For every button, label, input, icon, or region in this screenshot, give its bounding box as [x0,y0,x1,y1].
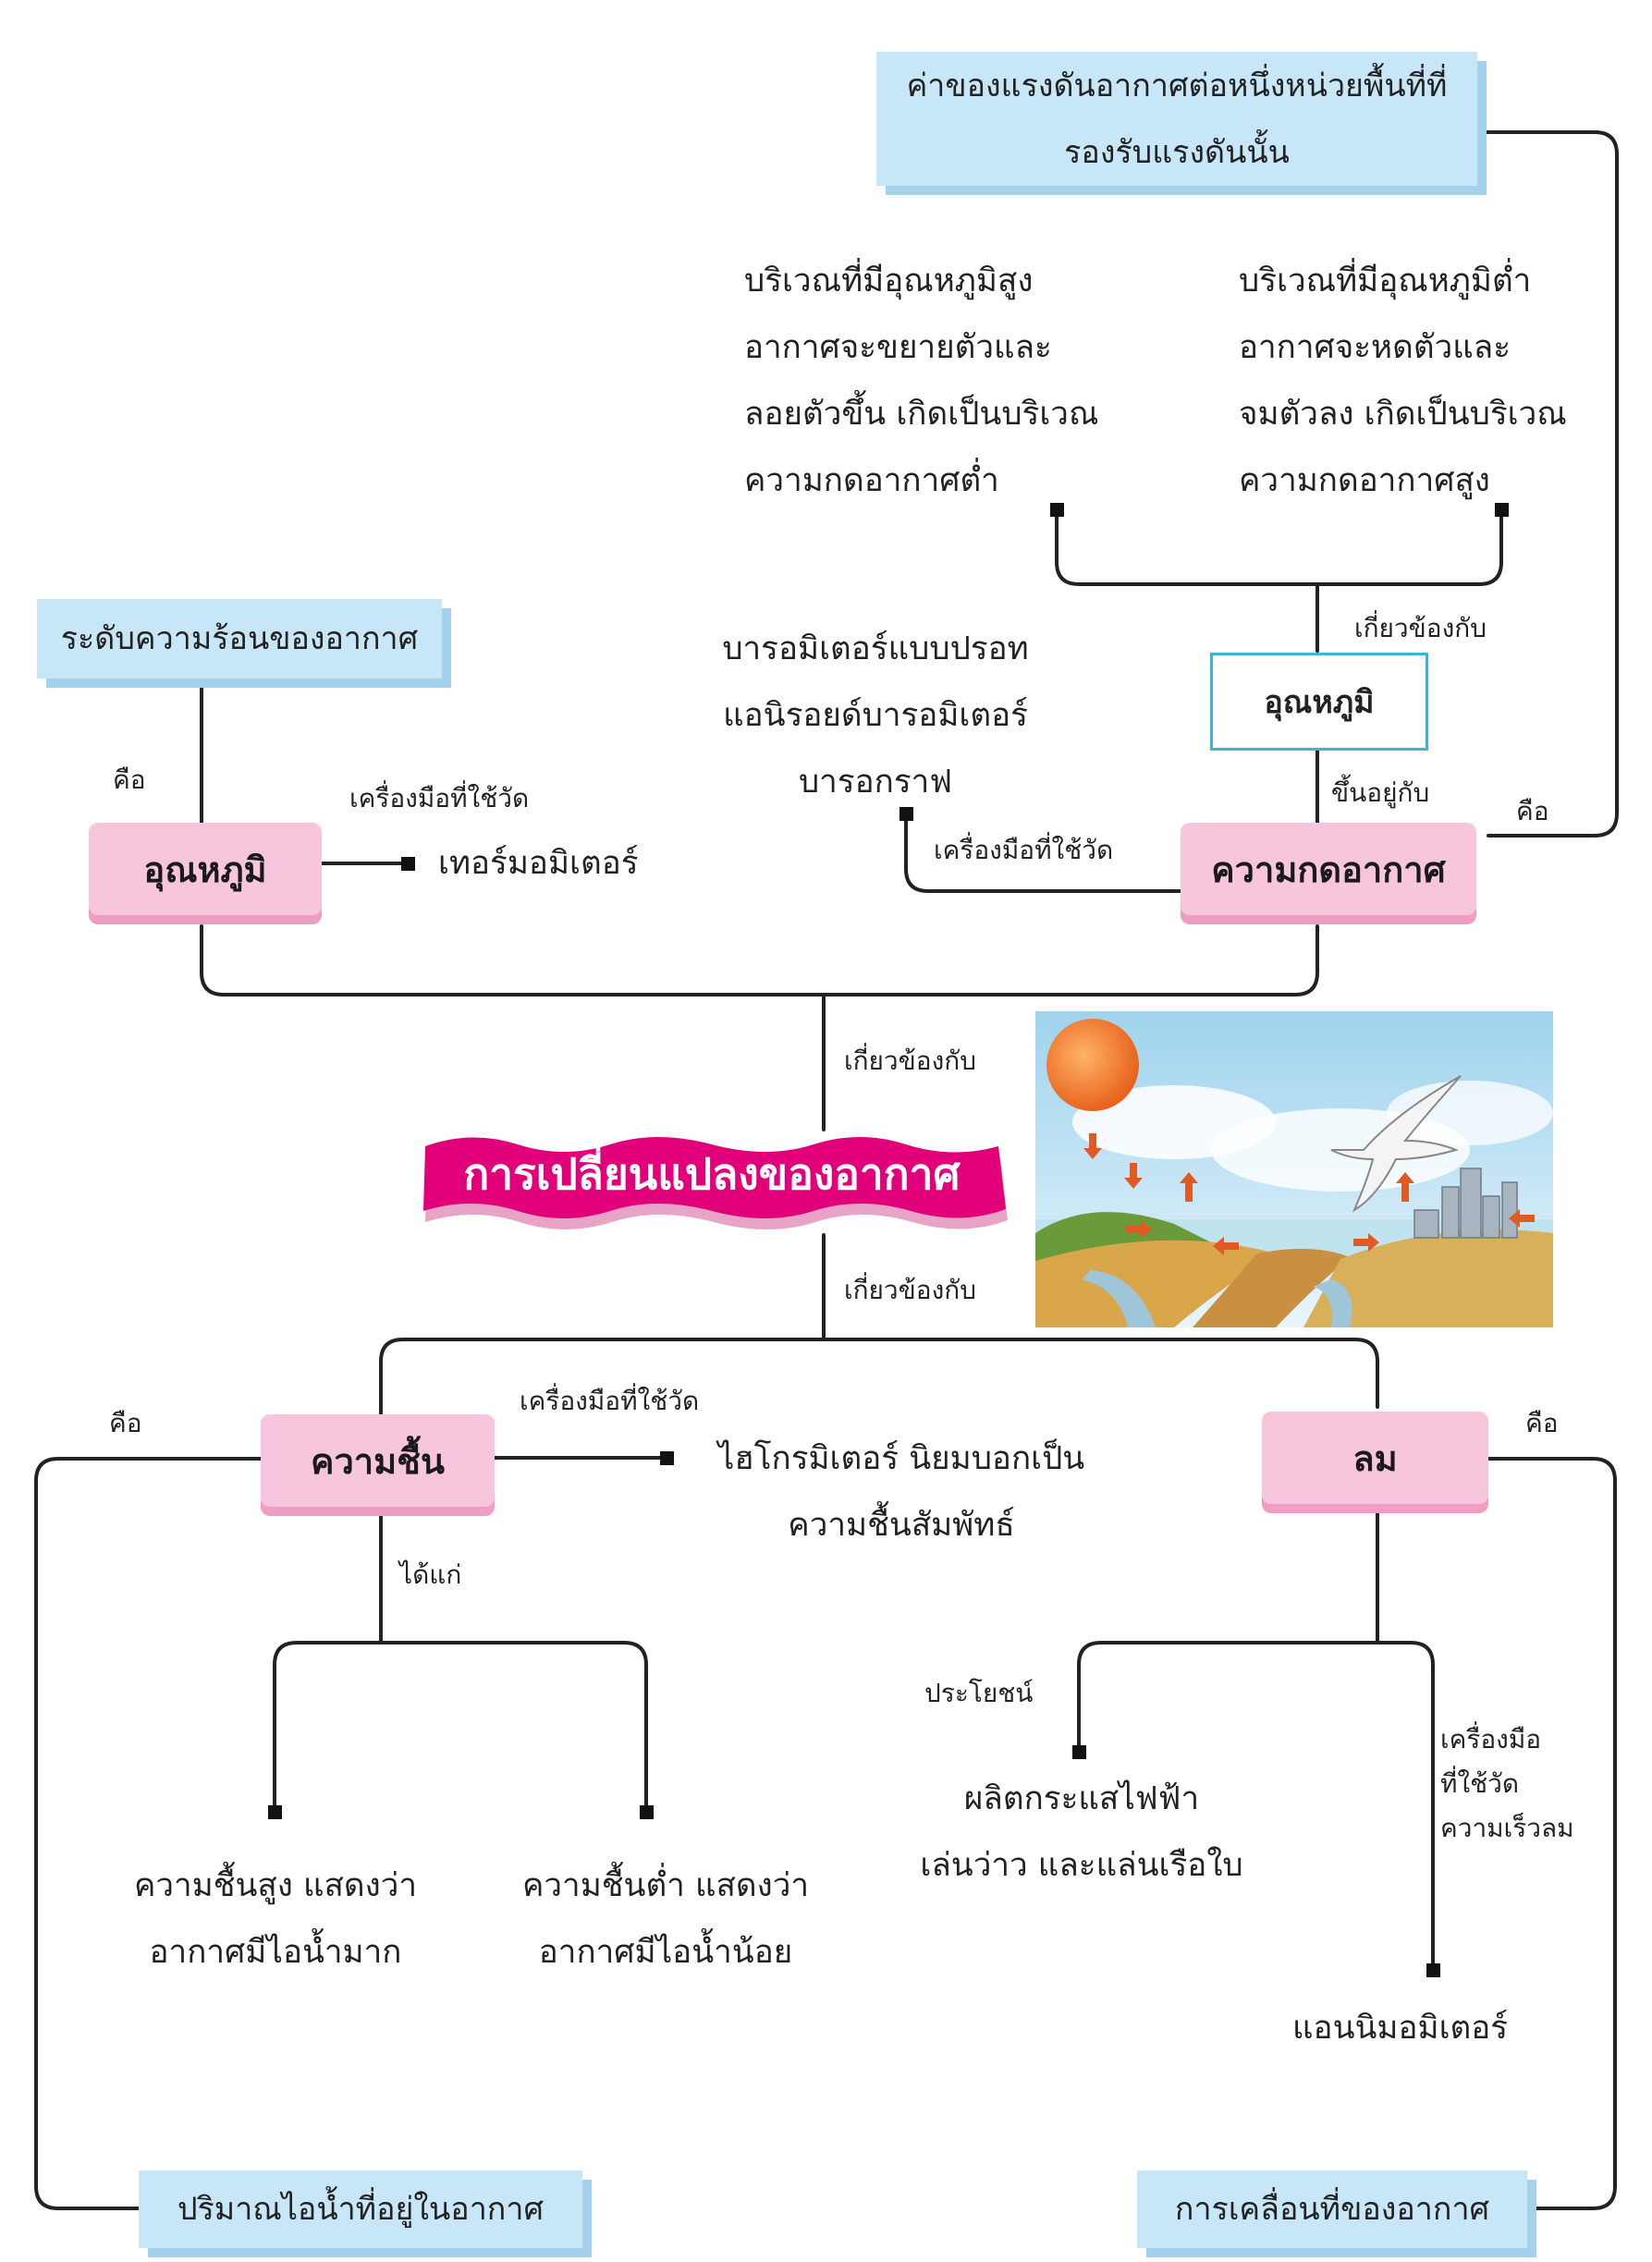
temperature-node: อุณหภูมิ [89,823,322,915]
temperature-node-label: อุณหภูมิ [143,849,267,890]
weather-illustration [1035,1011,1553,1327]
connector-bottom-split [379,1338,1379,1416]
pressure-node: ความกดอากาศ [1181,823,1476,915]
label-instrument-pressure: เครื่องมือที่ใช้วัด [934,835,1114,865]
label-is-wind: คือ [1525,1408,1559,1438]
connector-temperature-branch [1055,507,1503,586]
label-instrument-humidity: เครื่องมือที่ใช้วัด [520,1386,700,1416]
pressure-node-label: ความกดอากาศ [1211,849,1446,890]
text-line: เครื่องมือ [1440,1724,1542,1755]
sun-icon [1046,1019,1139,1111]
label-related-middle-1: เกี่ยวข้องกับ [844,1045,977,1076]
connector-pressure-definition [1475,130,1619,838]
text-line: จมตัวลง เกิดเป็นบริเวณ [1239,396,1567,433]
label-benefits: ประโยชน์ [924,1678,1034,1708]
connector-wind-definition [1487,1457,1617,2210]
text-line: อากาศจะหดตัวและ [1239,329,1511,366]
text-line: ความเร็วลม [1440,1813,1574,1843]
connector-humidity-branch [273,1510,648,1814]
endpoint-square [640,1805,654,1819]
endpoint-square [1050,503,1064,517]
text-line: ความกดอากาศต่ำ [744,462,999,499]
instrument-item: บารอมิเตอร์แบบปรอท [722,630,1029,667]
pressure-definition-line: รองรับแรงดันนั้น [1064,133,1290,171]
label-is-humidity: คือ [109,1408,142,1438]
wind-benefits-text: ผลิตกระแสไฟฟ้า เล่นว่าว และแล่นเรือใบ [883,1766,1280,1899]
text-line: ลอยตัวขึ้น เกิดเป็นบริเวณ [744,396,1099,433]
label-includes: ได้แก่ [399,1559,462,1590]
central-title: การเปลี่ยนแปลงของอากาศ [407,1130,1017,1218]
temperature-stamp: อุณหภูมิ [1210,653,1428,751]
label-wind-instrument: เครื่องมือ ที่ใช้วัด ความเร็วลม [1440,1718,1574,1851]
endpoint-square [268,1805,282,1819]
connector-top-merge [200,924,1319,997]
wind-definition-text: การเคลื่อนที่ของอากาศ [1174,2191,1490,2228]
text-line: อากาศมีไอน้ำมาก [149,1934,402,1971]
text-line: ความชื้นสัมพัทธ์ [788,1507,1015,1544]
connector-humidity-definition [34,1457,263,2210]
endpoint-square [401,857,415,871]
hygrometer-text: ไฮโกรมิเตอร์ นิยมบอกเป็น ความชื้นสัมพัทธ… [684,1425,1119,1559]
label-is-pressure: คือ [1516,796,1549,826]
text-line: อากาศจะขยายตัวและ [744,329,1052,366]
central-title-label: การเปลี่ยนแปลงของอากาศ [463,1148,961,1199]
text-line: เล่นว่าว และแล่นเรือใบ [920,1847,1243,1884]
thermometer-text: เทอร์มอมิเตอร์ [438,845,639,882]
text-line: ที่ใช้วัด [1440,1768,1520,1799]
humidity-definition-text: ปริมาณไอน้ำที่อยู่ในอากาศ [177,2191,545,2228]
pressure-instruments: บารอมิเตอร์แบบปรอท แอนิรอยด์บารอมิเตอร์ … [704,616,1046,815]
wind-node: ลม [1262,1412,1488,1504]
high-temperature-area-text: บริเวณที่มีอุณหภูมิสูง อากาศจะขยายตัวและ… [744,248,1098,514]
instrument-item: แอนิรอยด์บารอมิเตอร์ [723,697,1028,734]
text-line: ความชื้นสูง แสดงว่า [133,1867,418,1904]
low-temperature-area-text: บริเวณที่มีอุณหภูมิต่ำ อากาศจะหดตัวและ จ… [1239,248,1567,514]
wind-node-label: ลม [1352,1437,1398,1479]
wind-definition-box: การเคลื่อนที่ของอากาศ [1137,2170,1527,2248]
temperature-stamp-label: อุณหภูมิ [1264,684,1375,721]
text-line: ความกดอากาศสูง [1239,462,1490,499]
humidity-node: ความชื้น [261,1414,495,1507]
endpoint-square [899,807,913,821]
text-line: อากาศมีไอน้ำน้อย [538,1934,793,1971]
humidity-definition-box: ปริมาณไอน้ำที่อยู่ในอากาศ [139,2170,582,2248]
label-related-middle-2: เกี่ยวข้องกับ [844,1275,977,1305]
bird-icon [1330,1075,1462,1213]
central-title-cloud [423,1137,1008,1229]
endpoint-square [1495,503,1509,517]
label-related-top: เกี่ยวข้องกับ [1354,613,1487,643]
label-depends-on: ขึ้นอยู่กับ [1331,777,1430,808]
endpoint-square [1072,1745,1086,1759]
anemometer-text: แอนนิมอมิเตอร์ [1292,2010,1509,2047]
text-line: ความชื้นต่ำ แสดงว่า [521,1867,810,1904]
connector-pressure-instruments [904,812,1182,893]
endpoint-square [1426,1963,1440,1977]
pressure-definition-box: ค่าของแรงดันอากาศต่อหนึ่งหน่วยพื้นที่ที่… [876,52,1477,186]
pressure-definition-line: ค่าของแรงดันอากาศต่อหนึ่งหน่วยพื้นที่ที่ [906,67,1448,104]
label-instrument-temperature: เครื่องมือที่ใช้วัด [349,783,530,813]
instrument-item: บารอกราฟ [798,764,953,801]
low-humidity-text: ความชื้นต่ำ แสดงว่า อากาศมีไอน้ำน้อย [481,1852,850,1986]
text-line: ไฮโกรมิเตอร์ นิยมบอกเป็น [717,1440,1085,1477]
humidity-node-label: ความชื้น [311,1440,445,1482]
text-line: บริเวณที่มีอุณหภูมิสูง [744,263,1034,300]
text-line: ผลิตกระแสไฟฟ้า [963,1780,1200,1817]
text-line: บริเวณที่มีอุณหภูมิต่ำ [1239,263,1532,300]
endpoint-square [660,1451,674,1465]
connector-wind-branch [1077,1510,1435,1972]
label-is-temperature: คือ [113,764,146,795]
high-humidity-text: ความชื้นสูง แสดงว่า อากาศมีไอน้ำมาก [91,1852,460,1986]
heat-definition-text: ระดับความร้อนของอากาศ [60,620,419,657]
heat-definition-box: ระดับความร้อนของอากาศ [37,599,442,679]
